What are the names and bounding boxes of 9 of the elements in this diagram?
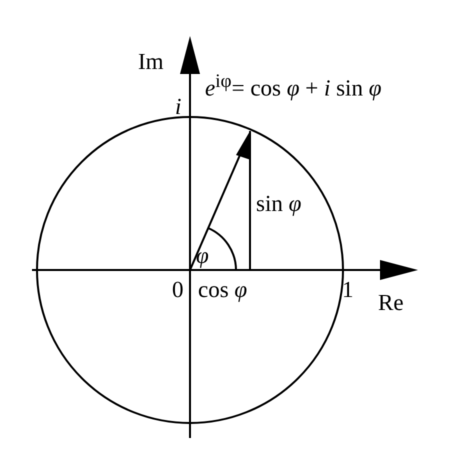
tick-label: 1: [342, 278, 354, 301]
axis-label: Im: [138, 50, 164, 73]
cosine-label: cos φ: [198, 278, 248, 301]
origin-label: 0: [172, 278, 184, 301]
formula: e$^{iφ}$= cos φ + i sin φ: [205, 72, 382, 100]
tick-label: i: [175, 95, 182, 118]
axis-label: Re: [378, 291, 404, 314]
angle-label: φ: [196, 244, 209, 267]
sine-label: sin φ: [256, 192, 302, 215]
